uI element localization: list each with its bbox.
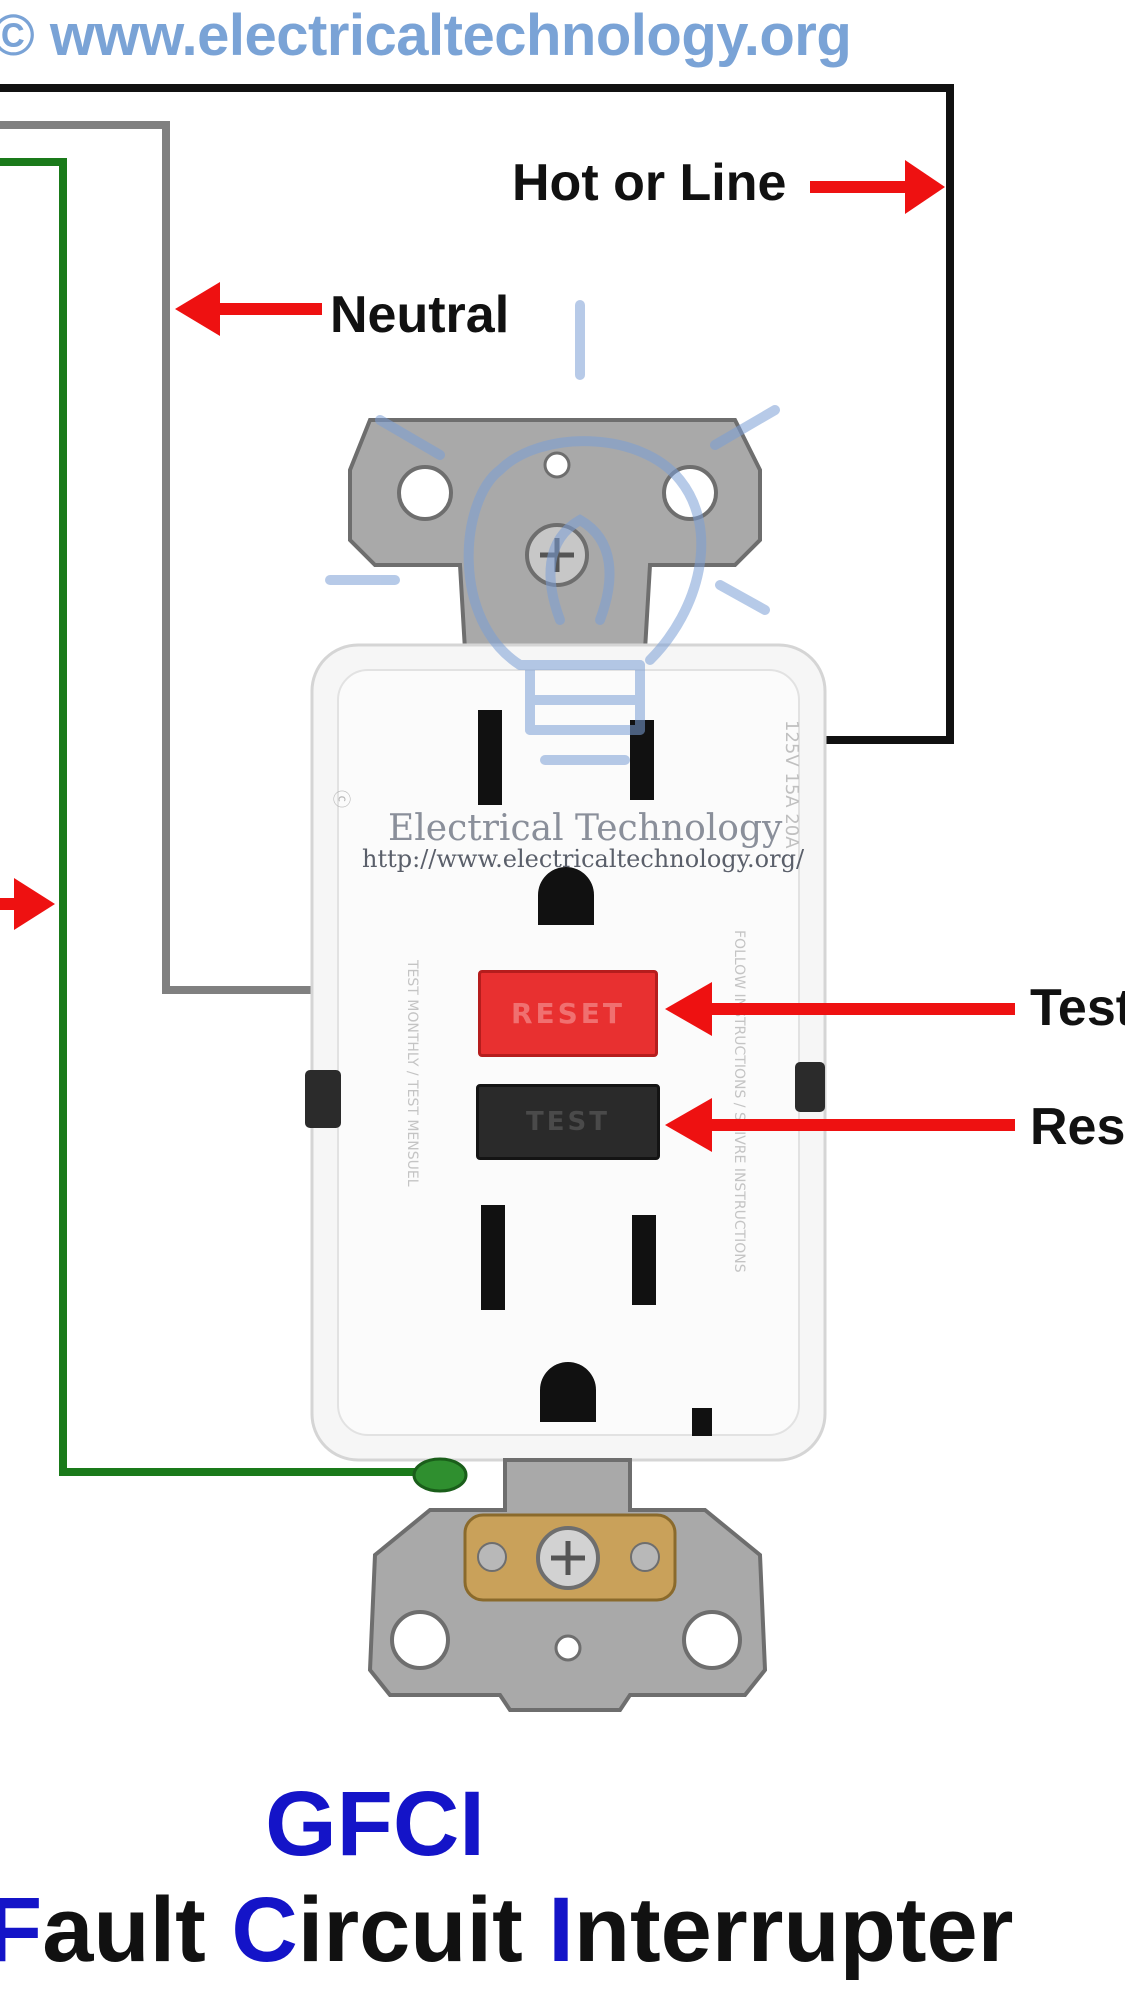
subtitle-part-ircuit: ircuit [297,1879,549,1981]
arrow-left-edge [0,878,55,930]
diagram-title: GFCI [265,1773,485,1875]
reset-button-label: RESET [510,997,626,1030]
watermark-url: © www.electricaltechnology.org [0,3,852,68]
arrow-neutral [175,282,322,336]
diagram-subtitle: Fault Circuit Interrupter [0,1878,1013,1983]
watermark-brand: Electrical Technology [388,808,783,849]
ground-wire [0,158,420,1476]
neutral-wire [0,121,312,994]
svg-text:125V 15A 20A: 125V 15A 20A [781,720,802,849]
lightbulb-watermark-icon [325,300,780,765]
arrow-test [665,982,1015,1036]
reset-button[interactable]: RESET [478,970,658,1057]
svg-text:FOLLOW INSTRUCTIONS / SUIVRE I: FOLLOW INSTRUCTIONS / SUIVRE INSTRUCTION… [731,930,747,1273]
label-hot-or-line: Hot or Line [512,154,787,212]
test-button[interactable]: TEST [476,1084,660,1160]
label-reset: Reset [1030,1098,1125,1156]
label-neutral: Neutral [330,286,510,344]
arrow-reset [665,1098,1015,1152]
subtitle-part-c: C [231,1879,298,1981]
arrow-hot [810,160,945,214]
svg-text:TEST MONTHLY / TEST MENSUEL: TEST MONTHLY / TEST MENSUEL [404,959,420,1187]
subtitle-part-i: I [548,1879,574,1981]
svg-text:ⓒ: ⓒ [330,790,351,808]
watermark-link: http://www.electricaltechnology.org/ [362,845,805,873]
hot-wire [0,84,954,744]
bottom-mounting-strap [367,1457,768,1712]
lower-outlet [481,1205,712,1436]
subtitle-part-ault: ault [42,1879,232,1981]
test-button-label: TEST [526,1107,610,1137]
subtitle-part-nterrupter: nterrupter [573,1879,1014,1981]
label-test: Test [1030,979,1125,1037]
subtitle-part-f: F [0,1879,43,1981]
